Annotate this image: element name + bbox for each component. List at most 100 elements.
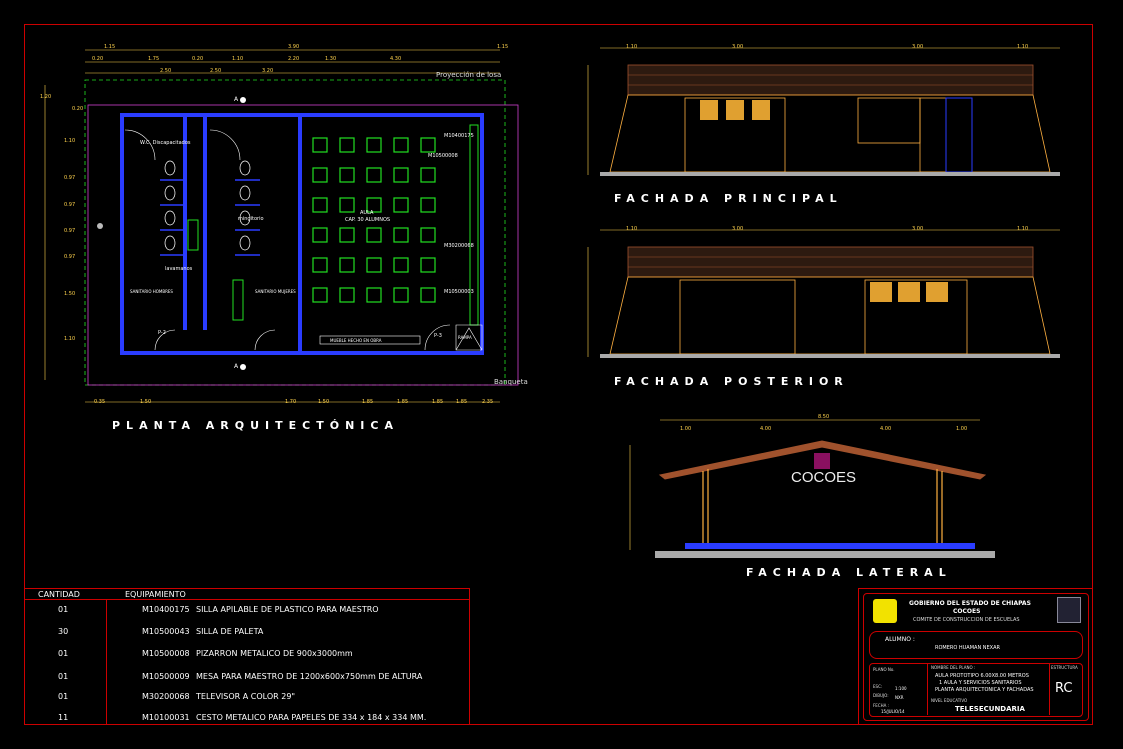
plan-dim-bottom-4: 1.50 bbox=[318, 399, 330, 405]
row-code: M10500008 bbox=[142, 649, 190, 658]
rear-roof-band bbox=[627, 246, 1034, 278]
row-qty: 01 bbox=[58, 649, 69, 658]
plan-dim-left-3: 1.10 bbox=[64, 138, 76, 144]
estructura-label: ESTRUCTURA bbox=[1051, 665, 1078, 670]
toilets bbox=[164, 160, 251, 251]
student-chairs bbox=[312, 137, 436, 303]
plan-name-2: 1 AULA Y SERVICIOS SANITARIOS bbox=[939, 680, 1022, 686]
plan-title: PLANTA ARQUITECTÓNICA bbox=[112, 419, 399, 432]
plan-dim-left-7: 0.97 bbox=[64, 254, 76, 260]
fecha-value: 15/JULIO/14 bbox=[881, 709, 905, 714]
row-desc: PIZARRON METALICO DE 900x3000mm bbox=[196, 649, 353, 658]
lower-box bbox=[869, 663, 1083, 717]
section-label-bottom: A bbox=[234, 363, 239, 370]
row-code: M10500043 bbox=[142, 627, 190, 636]
rear-louvers bbox=[870, 282, 948, 302]
side-walls bbox=[702, 469, 943, 545]
table-row: 01 M10400175 SILLA APILABLE DE PLASTICO … bbox=[24, 600, 469, 620]
plan-dimension-lines bbox=[44, 49, 500, 403]
rampa-label: RAMPA bbox=[458, 335, 472, 340]
front-elevation bbox=[587, 47, 1060, 176]
built-in-furniture bbox=[319, 335, 421, 345]
louvers bbox=[700, 100, 770, 120]
plan-dim-top-12: 2.50 bbox=[210, 68, 222, 74]
code-label-4: M10500003 bbox=[444, 289, 474, 295]
alumno-name: ROMERO HUAMAN NEXAR bbox=[935, 645, 1001, 651]
plan-dim-top-4: 0.20 bbox=[92, 56, 104, 62]
plan-dim-left-4: 0.97 bbox=[64, 175, 76, 181]
table-row: 01 M10500008 PIZARRON METALICO DE 900x30… bbox=[24, 644, 469, 664]
sanitary-women-label: SANITARIO MUJERES bbox=[255, 289, 296, 294]
row-code: M10400175 bbox=[142, 605, 190, 614]
rear-wall-outline bbox=[609, 276, 1051, 355]
row-code: M30200068 bbox=[142, 692, 190, 701]
classroom-capacity: CAP. 30 ALUMNOS bbox=[345, 217, 391, 223]
plano-label: PLANO No. bbox=[873, 667, 895, 672]
banqueta-label: Banqueta bbox=[494, 378, 528, 386]
sinks bbox=[187, 219, 244, 321]
sidewalk bbox=[87, 104, 519, 386]
lateral-dim-2: 4.00 bbox=[760, 426, 772, 432]
plan-dim-top-11: 2.50 bbox=[160, 68, 172, 74]
lateral-dim-1: 1.00 bbox=[680, 426, 692, 432]
title-block-inner bbox=[863, 593, 1089, 721]
row-desc: MESA PARA MAESTRO DE 1200x600x750mm DE A… bbox=[196, 672, 423, 681]
posterior-dim-1: 1.10 bbox=[626, 226, 638, 232]
plan-dim-top-8: 2.20 bbox=[288, 56, 300, 62]
dibujo-label: DIBUJO: bbox=[873, 693, 889, 698]
stalls bbox=[160, 179, 260, 256]
plan-dim-bottom-1: 0.35 bbox=[94, 399, 106, 405]
plan-dim-left-1: 1.20 bbox=[40, 94, 52, 100]
code-label-2: M10500008 bbox=[428, 153, 458, 159]
dibujo-value: NXR bbox=[895, 695, 904, 700]
plan-dim-bottom-6: 1.85 bbox=[397, 399, 409, 405]
equipment-header-item: EQUIPAMIENTO bbox=[125, 590, 186, 599]
alumno-label: ALUMNO : bbox=[885, 636, 915, 643]
floor-plan bbox=[44, 49, 519, 403]
row-desc: TELEVISOR A COLOR 29" bbox=[196, 692, 296, 701]
plan-name-1: AULA PROTOTIPO 6.00X8.00 METROS bbox=[935, 673, 1029, 679]
row-desc: CESTO METALICO PARA PAPELES DE 334 x 184… bbox=[196, 713, 427, 722]
row-code: M10500009 bbox=[142, 672, 190, 681]
wall-outline bbox=[609, 94, 1051, 173]
state-logo bbox=[873, 599, 897, 623]
classroom-label: AULA bbox=[360, 210, 374, 216]
plan-dim-top-9: 1.30 bbox=[325, 56, 337, 62]
section-marker-top bbox=[240, 97, 246, 103]
principal-dim-3: 3.00 bbox=[912, 44, 924, 50]
row-desc: SILLA APILABLE DE PLASTICO PARA MAESTRO bbox=[196, 605, 379, 614]
table-row: 11 M10100031 CESTO METALICO PARA PAPELES… bbox=[24, 708, 469, 728]
gov-text: GOBIERNO DEL ESTADO DE CHIAPAS bbox=[909, 600, 1031, 607]
org-sub-text: COMITE DE CONSTRUCCION DE ESCUELAS bbox=[913, 617, 1020, 623]
plan-dim-bottom-7: 1.85 bbox=[432, 399, 444, 405]
org-logo bbox=[1057, 597, 1081, 623]
section-marker-bottom bbox=[240, 364, 246, 370]
sanitary-men-label: SANITARIO HOMBRES bbox=[130, 289, 173, 294]
row-qty: 01 bbox=[58, 672, 69, 681]
principal-dim-2: 3.00 bbox=[732, 44, 744, 50]
esc-value: 1:100 bbox=[895, 686, 907, 691]
posterior-dim-4: 1.10 bbox=[1017, 226, 1029, 232]
slab-projection bbox=[84, 79, 506, 386]
lateral-dim-4: 1.00 bbox=[956, 426, 968, 432]
plan-dim-top-6: 0.20 bbox=[192, 56, 204, 62]
row-code: M10100031 bbox=[142, 713, 190, 722]
posterior-dim-3: 3.00 bbox=[912, 226, 924, 232]
plan-dim-left-8: 1.50 bbox=[64, 291, 76, 297]
rear-elevation-title: FACHADA POSTERIOR bbox=[614, 375, 849, 388]
nombre-label: NOMBRE DEL PLANO : bbox=[931, 665, 976, 670]
watermark-text: COCOES bbox=[791, 469, 857, 486]
projection-label: Proyección de losa bbox=[436, 71, 502, 79]
plan-dim-top-5: 1.75 bbox=[148, 56, 160, 62]
rear-windows bbox=[679, 279, 968, 355]
lateral-dim-3: 4.00 bbox=[880, 426, 892, 432]
gable-roof bbox=[658, 440, 987, 480]
equipment-header-qty: CANTIDAD bbox=[38, 590, 80, 599]
plan-dim-bottom-5: 1.85 bbox=[362, 399, 374, 405]
posterior-dim-2: 3.00 bbox=[732, 226, 744, 232]
lateral-dim-5: 8.50 bbox=[818, 414, 830, 420]
row-qty: 30 bbox=[58, 627, 69, 636]
table-row: 01 M30200068 TELEVISOR A COLOR 29" bbox=[24, 687, 469, 707]
watermark-square bbox=[814, 453, 830, 469]
roof-band bbox=[627, 64, 1034, 96]
